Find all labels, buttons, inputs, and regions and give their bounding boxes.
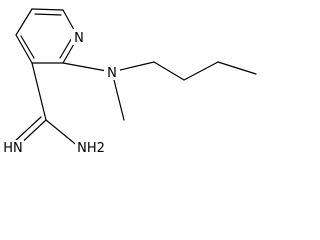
bond-amidine-c-nh2 <box>45 119 80 148</box>
bond-butyl-c1-c2 <box>153 61 185 81</box>
bond-c6-c5-double <box>34 13 62 16</box>
imine-backdrop <box>2 140 24 155</box>
bond-c4-c3 <box>15 34 33 64</box>
amine-n-backdrop <box>104 63 120 80</box>
amine-nitrogen-label: N <box>107 66 117 81</box>
ring-n-backdrop <box>71 29 87 45</box>
bond-c5-c4 <box>15 8 33 36</box>
bond-c2-n1-double <box>59 35 74 59</box>
bond-c2-amine-n <box>62 62 113 73</box>
amine-nh2-backdrop <box>75 140 107 155</box>
chemical-structure: N N HN NH2 <box>2 8 257 155</box>
bond-butyl-c2-c3 <box>183 61 219 81</box>
bond-c6-c5 <box>31 8 64 11</box>
bond-c3-amidine-c <box>31 62 47 121</box>
bond-c4-c3-double <box>20 35 35 59</box>
amine-nh2-label: NH2 <box>77 141 105 155</box>
bond-butyl-c3-c4 <box>217 61 257 75</box>
imine-nh-label: HN <box>3 141 23 155</box>
bond-amidine-c-imine-double <box>13 116 42 143</box>
ring-nitrogen-label: N <box>74 31 84 46</box>
